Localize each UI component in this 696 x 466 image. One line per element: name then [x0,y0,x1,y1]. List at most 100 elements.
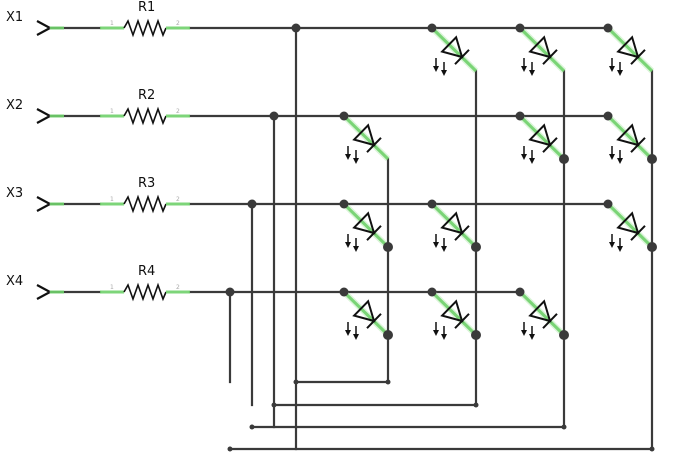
led-lead [606,26,654,73]
led-r2c4 [605,113,655,164]
led-lead [606,114,654,161]
led-cathode-bar [630,49,646,65]
led-cathode-bar [366,225,382,241]
arrowhead-icon [609,154,615,160]
led-icon [440,299,464,323]
led-icon [440,211,464,235]
port-label: X2 [6,98,23,113]
port-label: X4 [6,274,23,289]
junction-dot [383,330,393,340]
led-icon [528,35,552,59]
junction-dot [291,23,301,33]
led-icon [352,211,376,235]
input-port-icon [36,196,53,212]
arrowhead-icon [433,242,439,248]
junction-dot [427,23,437,33]
led-lead [430,290,478,337]
junction-dot [227,446,233,452]
arrowhead-icon [529,70,535,76]
junction-dot [471,242,481,252]
arrowhead-icon [441,246,447,252]
led-cathode-bar [366,137,382,153]
arrowhead-icon [617,70,623,76]
pin-number: 2 [176,108,180,115]
arrowhead-icon [609,66,615,72]
resistor-label: R1 [138,0,155,15]
led-r3c4 [605,201,655,252]
junction-dot [647,242,657,252]
led-r2c3 [517,113,567,164]
led-cathode-bar [542,49,558,65]
junction-dot [559,154,569,164]
led-lead [518,26,566,73]
arrowhead-icon [529,158,535,164]
led-lead [430,202,478,249]
led-lead [342,202,390,249]
arrowhead-icon [345,330,351,336]
resistor-icon [123,106,167,126]
led-cathode-bar [454,49,470,65]
led-icon [616,211,640,235]
led-lead [606,202,654,249]
pin-number: 1 [110,196,114,203]
led-icon [616,123,640,147]
junction-dot [271,402,277,408]
junction-dot [603,199,613,209]
led-r4c1 [341,289,391,340]
input-port-icon [36,20,53,36]
led-icon [352,123,376,147]
led-r1c3 [517,25,567,76]
led-icon [528,123,552,147]
port-label: X3 [6,186,23,201]
led-r4c2 [429,289,479,340]
led-icon [528,299,552,323]
arrowhead-icon [353,158,359,164]
arrowhead-icon [609,242,615,248]
led-cathode-bar [454,313,470,329]
led-cathode-bar [630,137,646,153]
junctions [225,23,657,452]
arrowhead-icon [617,246,623,252]
resistor-icon [123,282,167,302]
led-r3c2 [429,201,479,252]
led-cathode-bar [366,313,382,329]
led-r4c3 [517,289,567,340]
arrowhead-icon [521,66,527,72]
arrowhead-icon [433,330,439,336]
junction-dot [427,287,437,297]
junction-dot [339,111,349,121]
arrowhead-icon [433,66,439,72]
junction-dot [515,111,525,121]
wires [188,26,654,451]
led-lead [342,290,390,337]
led-r1c2 [429,25,479,76]
junction-dot [603,111,613,121]
junction-dot [427,199,437,209]
led-r2c1 [341,113,391,164]
junction-dot [385,379,391,385]
input-port-icon [36,284,53,300]
arrowhead-icon [353,246,359,252]
resistor-label: R4 [138,264,155,279]
led-r3c1 [341,201,391,252]
pin-number: 2 [176,196,180,203]
junction-dot [269,111,279,121]
arrowhead-icon [521,154,527,160]
input-port-icon [36,108,53,124]
arrowhead-icon [353,334,359,340]
arrowhead-icon [345,242,351,248]
led-cathode-bar [542,313,558,329]
resistor-icon [123,194,167,214]
led-cathode-bar [630,225,646,241]
junction-dot [339,199,349,209]
arrowhead-icon [521,330,527,336]
junction-dot [515,287,525,297]
junction-dot [249,424,255,430]
junction-dot [293,379,299,385]
junction-dot [647,154,657,164]
